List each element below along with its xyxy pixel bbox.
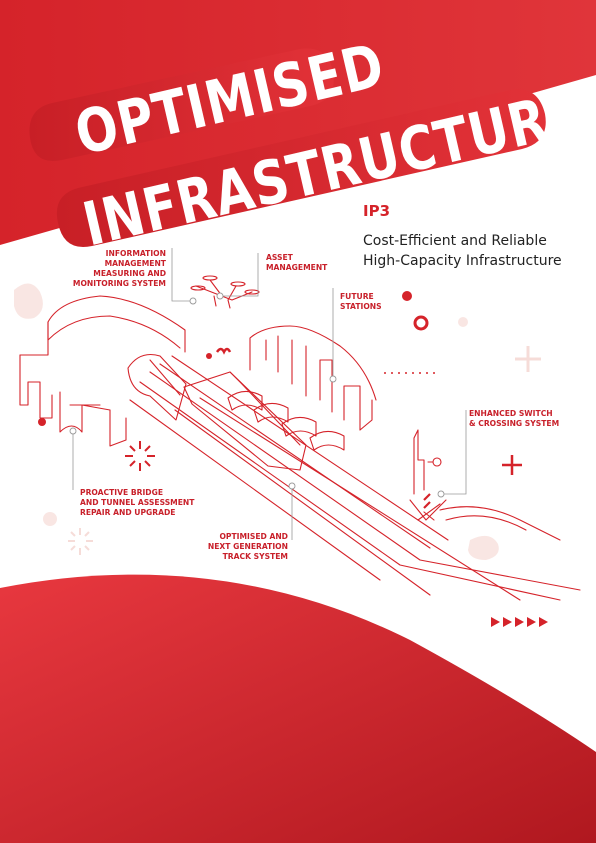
label-line: OPTIMISED AND: [219, 532, 288, 541]
drone-icon: [190, 275, 260, 309]
label-enhanced-switch: ENHANCED SWITCH & CROSSING SYSTEM: [469, 409, 559, 429]
label-line: PROACTIVE BRIDGE: [80, 488, 164, 497]
label-line: INFORMATION: [105, 249, 166, 258]
label-line: AND TUNNEL ASSESSMENT: [80, 498, 195, 507]
red-dot-2: [38, 418, 46, 426]
label-line: MANAGEMENT: [104, 259, 166, 268]
blush-dot-1: [458, 317, 468, 327]
title-pill-1: [29, 48, 334, 162]
label-line: ASSET: [266, 253, 293, 262]
callout-lines: [72, 248, 467, 540]
bottom-red-wave: [0, 574, 596, 843]
label-line: FUTURE: [340, 292, 374, 301]
label-line: MANAGEMENT: [266, 263, 328, 272]
callout-dots: [69, 292, 445, 498]
label-optimised-track: OPTIMISED AND NEXT GENERATION TRACK SYST…: [186, 532, 288, 562]
label-line: MEASURING AND: [93, 269, 166, 278]
label-line: ENHANCED SWITCH: [469, 409, 553, 418]
burst-red: [125, 441, 155, 471]
label-line: & CROSSING SYSTEM: [469, 419, 560, 428]
crossing-marker: [423, 493, 431, 509]
blush-plus: [515, 346, 541, 372]
label-information-management: INFORMATION MANAGEMENT MEASURING AND MON…: [70, 249, 166, 289]
label-line: STATIONS: [340, 302, 382, 311]
switch-signal-icon: [409, 429, 447, 521]
red-dot-3: [206, 353, 212, 359]
red-dot-1: [402, 291, 412, 301]
label-future-stations: FUTURE STATIONS: [340, 292, 382, 312]
subtitle-line-2: High-Capacity Infrastructure: [363, 253, 562, 269]
label-proactive-bridge: PROACTIVE BRIDGE AND TUNNEL ASSESSMENT R…: [80, 488, 194, 518]
burst-blush: [68, 528, 93, 555]
arrow-row: [491, 617, 548, 627]
program-code: IP3: [363, 202, 391, 220]
title-pill-2: [56, 89, 546, 248]
label-asset-management: ASSET MANAGEMENT: [266, 253, 327, 273]
red-squiggle: [215, 347, 232, 355]
blush-blob-left: [14, 283, 43, 319]
red-ring: [413, 315, 429, 331]
red-plus: [502, 455, 522, 475]
program-subtitle: Cost-Efficient and Reliable High-Capacit…: [363, 231, 562, 271]
label-line: MONITORING SYSTEM: [72, 279, 166, 288]
label-line: NEXT GENERATION: [207, 542, 288, 551]
subtitle-line-1: Cost-Efficient and Reliable: [363, 233, 547, 249]
label-line: TRACK SYSTEM: [222, 552, 288, 561]
blush-dot-2: [43, 512, 57, 526]
blush-blob-right: [468, 535, 499, 560]
label-line: REPAIR AND UPGRADE: [80, 508, 176, 517]
